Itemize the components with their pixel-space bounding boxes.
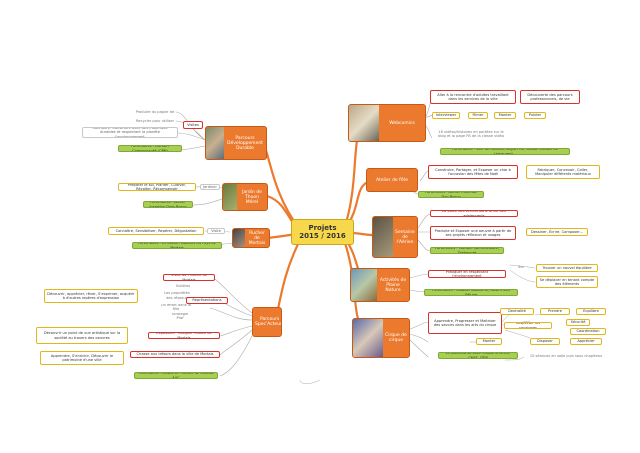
topic-node[interactable]: Sécurité bbox=[566, 319, 590, 326]
branch-photo bbox=[233, 229, 245, 247]
branch-webcomics[interactable]: Webcomics bbox=[348, 104, 426, 142]
topic-node[interactable]: Connaître, Sensibiliser, Repérer, Dégust… bbox=[108, 227, 204, 235]
topic-node[interactable]: Découvrir, apprécier, rêver, S'exprimer,… bbox=[44, 289, 138, 303]
central-topic[interactable]: Projets 2015 / 2016 bbox=[291, 219, 354, 245]
topic-node[interactable]: Apprécier bbox=[570, 338, 602, 345]
topic-node[interactable]: Visite du Théâtre de Mortais bbox=[163, 274, 215, 281]
branch-spec-acteurs[interactable]: Parcours Spec'Acteurs bbox=[252, 307, 282, 337]
topic-node[interactable]: Équilibre bbox=[576, 308, 606, 315]
topic-node[interactable]: Produire et Exposer une oeuvre à partir … bbox=[430, 226, 516, 240]
topic-node[interactable]: Chasse aux trésors dans la ville de Mort… bbox=[130, 351, 220, 358]
topic-node[interactable]: Aller à la rencontre d'adultes travailla… bbox=[430, 90, 516, 104]
topic-node[interactable]: Recycler pour utiliser bbox=[135, 118, 175, 123]
branch-label: Jardin de Thuon Mérel bbox=[242, 189, 262, 205]
topic-node[interactable]: Filmer bbox=[468, 112, 488, 119]
partner-note[interactable]: Partenaires : Catalan Nautisme, Loisirs … bbox=[424, 289, 518, 296]
branch-photo bbox=[223, 184, 237, 210]
topic-node[interactable]: 10 séances en salle puis sous chapiteau bbox=[529, 353, 603, 358]
branch-label: Parcours Spec'Acteurs bbox=[255, 317, 282, 327]
branch-label: Cirque de cirque bbox=[385, 333, 407, 343]
branch-photo bbox=[373, 217, 393, 257]
branch-photo bbox=[351, 269, 377, 301]
topic-node[interactable]: Monter bbox=[476, 338, 502, 345]
topic-node[interactable]: Interviewer bbox=[432, 112, 460, 119]
topic-node[interactable]: Préparer le sol, Planter, Cultiver, Réco… bbox=[118, 183, 196, 191]
branch-label: Rucher de Mortais bbox=[248, 230, 266, 246]
central-title: Projets bbox=[308, 224, 337, 232]
branch-activites[interactable]: Activités de Plaine Nature bbox=[350, 268, 410, 302]
topic-node[interactable]: Pratiquer en respectant l'environnement bbox=[428, 270, 506, 278]
branch-fete[interactable]: Atelier de fête bbox=[366, 168, 418, 192]
topic-node[interactable]: Sur bbox=[517, 264, 525, 269]
topic-node[interactable]: Représentations bbox=[186, 297, 228, 304]
topic-node[interactable]: Les propriétés des réseaux bbox=[164, 291, 190, 300]
partner-note[interactable]: Partenaires : Atelier Insertion Dom Bosc… bbox=[143, 201, 193, 208]
branch-cirque[interactable]: Cirque de cirque bbox=[352, 318, 410, 358]
topic-node[interactable]: 16 vidéos/histoires en portées sur le bl… bbox=[438, 129, 504, 138]
topic-node[interactable]: Découverte des parcours professionnels, … bbox=[520, 90, 580, 104]
topic-node[interactable]: Coordination bbox=[570, 328, 606, 335]
branch-jardin[interactable]: Jardin de Thuon Mérel bbox=[222, 183, 268, 211]
branch-parcours-dd[interactable]: Parcours Développement Durable bbox=[205, 126, 267, 160]
branch-label: Webcomics bbox=[389, 120, 415, 126]
branch-label: Semaine de l'Aérien bbox=[395, 229, 415, 245]
topic-node[interactable]: Prendre bbox=[540, 308, 570, 315]
topic-node[interactable]: Construire, Partager, et Exposer un char… bbox=[428, 165, 518, 179]
partner-note[interactable]: Partenaires : R.Peslais - Abeilles du Pa… bbox=[132, 242, 222, 249]
branch-label: Activités de Plaine Nature bbox=[379, 277, 407, 293]
topic-node[interactable]: Fabriquer, Concevoir, Coller, Manipuler … bbox=[526, 165, 600, 179]
partner-note[interactable]: Partenaires : Musée et Théâtre de Mortai… bbox=[134, 372, 218, 379]
topic-node[interactable]: Visites bbox=[183, 121, 203, 129]
topic-node[interactable]: Respecter les consignes bbox=[504, 322, 552, 329]
topic-node[interactable]: Dessiner, Écrire, Composer... bbox=[526, 228, 588, 236]
topic-node[interactable]: Monter bbox=[494, 112, 516, 119]
topic-node[interactable]: Subtiles bbox=[175, 283, 191, 288]
topic-node[interactable]: Disposer bbox=[530, 338, 560, 345]
partner-note[interactable]: Partenaires : Mortain Communauté, Diabon… bbox=[430, 247, 504, 254]
topic-node[interactable]: Apprendre, S'enrichir, Découvrir le patr… bbox=[40, 351, 124, 365]
topic-node[interactable]: Se déplacer en tenant compte des élément… bbox=[536, 276, 598, 288]
partner-note[interactable]: Partenaires : Mortain Communauté (CPN) bbox=[118, 145, 182, 152]
topic-node[interactable]: La place des écrans dans la vie des adol… bbox=[430, 210, 518, 217]
branch-photo bbox=[206, 127, 224, 159]
topic-node[interactable]: Visite bbox=[207, 228, 225, 234]
branch-photo bbox=[349, 105, 379, 141]
branch-label: Atelier de fête bbox=[375, 177, 409, 183]
topic-node[interactable]: Jardiner bbox=[200, 184, 220, 190]
topic-node[interactable]: Produire du papier de bbox=[135, 109, 175, 114]
partner-note[interactable]: Partenaires : Atelier Insertion Don Bosc… bbox=[418, 191, 484, 198]
topic-node[interactable]: Connaitre. Construire avec des matériaux… bbox=[82, 127, 178, 138]
branch-semaine[interactable]: Semaine de l'Aérien bbox=[372, 216, 418, 258]
topic-node[interactable]: Apprendre, Progresser et Maitriser des s… bbox=[428, 312, 502, 334]
branch-photo bbox=[353, 319, 383, 357]
partner-note[interactable]: Partenaires : Ville de Mortais, Rêgio Pr… bbox=[440, 148, 570, 155]
branch-label: Parcours Développement Durable bbox=[227, 135, 263, 151]
branch-rucher[interactable]: Rucher de Mortais bbox=[232, 228, 270, 248]
partner-note[interactable]: En partenariat avec Cirque & Lirem, CNFS… bbox=[438, 352, 518, 359]
topic-node[interactable]: Découvrir un point de vue artistique sur… bbox=[36, 327, 128, 344]
topic-node[interactable]: Trouver un nouvel équilibre bbox=[536, 264, 598, 272]
topic-node[interactable]: Exposition "Villegas" Musée de Mortais bbox=[148, 332, 220, 339]
topic-node[interactable]: Un effort dans la fille bbox=[161, 304, 191, 310]
topic-node[interactable]: Dextralité bbox=[500, 308, 534, 315]
topic-node[interactable]: Publier bbox=[524, 112, 546, 119]
topic-node[interactable]: Stratégie Prof bbox=[171, 313, 189, 319]
central-subtitle: 2015 / 2016 bbox=[299, 232, 346, 240]
